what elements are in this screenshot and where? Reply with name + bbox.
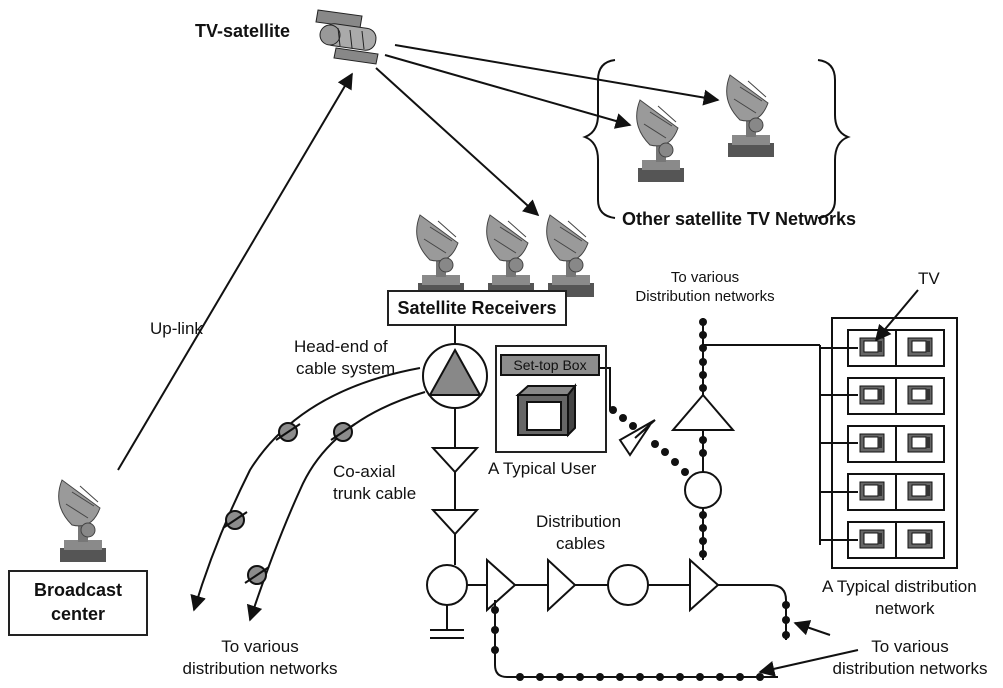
headend-label-line2: cable system	[296, 359, 396, 378]
tv-label: TV	[918, 269, 940, 288]
to-various-bl-line1: To various	[221, 637, 299, 656]
uplink-label: Up-link	[150, 319, 203, 338]
typical-user-label: A Typical User	[488, 459, 597, 478]
headend-label-line1: Head-end of	[294, 337, 388, 356]
riser-dots	[699, 318, 707, 558]
typical-distribution-label-line2: network	[875, 599, 935, 618]
other-networks-label: Other satellite TV Networks	[622, 209, 857, 229]
dish-antenna-icon	[58, 479, 107, 563]
to-various-br-line2: distribution networks	[832, 659, 988, 678]
right-brace	[817, 59, 851, 219]
distribution-cables-label-line2: cables	[556, 534, 606, 553]
main-trunk	[426, 408, 480, 639]
satellite-icon	[315, 9, 379, 65]
satellite-label: TV-satellite	[195, 21, 291, 41]
broadcast-label-line2: center	[50, 604, 106, 624]
to-various-br-line1: To various	[871, 637, 949, 656]
trunk-cable-2	[246, 391, 426, 622]
downlink-arrow-network-1	[384, 54, 632, 129]
headend-splitter-icon	[422, 325, 488, 409]
typical-distribution-label-line1: A Typical distribution	[822, 577, 977, 596]
downlink-arrow-receivers	[375, 67, 540, 217]
drop-cable-dots-bottom	[491, 601, 790, 681]
tv-grid	[819, 329, 945, 559]
satellite-receivers-box: Satellite Receivers	[387, 290, 567, 326]
to-various-bl-line2: distribution networks	[182, 659, 338, 678]
dish-antenna-icon	[726, 74, 775, 158]
settop-box: Set-top Box	[500, 354, 600, 376]
typical-user-box	[495, 345, 607, 453]
satellite-receivers-label: Satellite Receivers	[397, 298, 557, 318]
distribution-cables-label-line1: Distribution	[536, 512, 622, 531]
to-various-top-line2: Distribution networks	[635, 288, 775, 305]
dish-antenna-icon	[486, 214, 535, 298]
distribution-cable	[467, 557, 787, 678]
coaxial-label-line1: Co-axial	[333, 462, 396, 481]
trunk-cable-1	[190, 367, 421, 612]
to-various-top-line1: To various	[670, 269, 740, 286]
uplink-arrow	[117, 72, 353, 471]
pointer-arrow-2	[758, 649, 859, 677]
distribution-riser	[670, 318, 820, 560]
user-tv-icon	[515, 383, 578, 438]
left-brace	[582, 59, 616, 219]
downlink-arrow-network-2	[394, 44, 720, 106]
user-drop	[598, 367, 689, 476]
dish-antenna-icon	[636, 99, 685, 183]
broadcast-center-box: Broadcast center	[8, 570, 148, 636]
dish-antenna-icon	[546, 214, 595, 298]
broadcast-label-line1: Broadcast	[33, 580, 123, 600]
tv-pointer-arrow	[874, 289, 919, 342]
dish-antenna-icon	[416, 214, 465, 298]
trunk-nodes	[222, 422, 356, 585]
pointer-arrow-1	[793, 620, 831, 636]
coaxial-label-line2: trunk cable	[333, 484, 417, 503]
